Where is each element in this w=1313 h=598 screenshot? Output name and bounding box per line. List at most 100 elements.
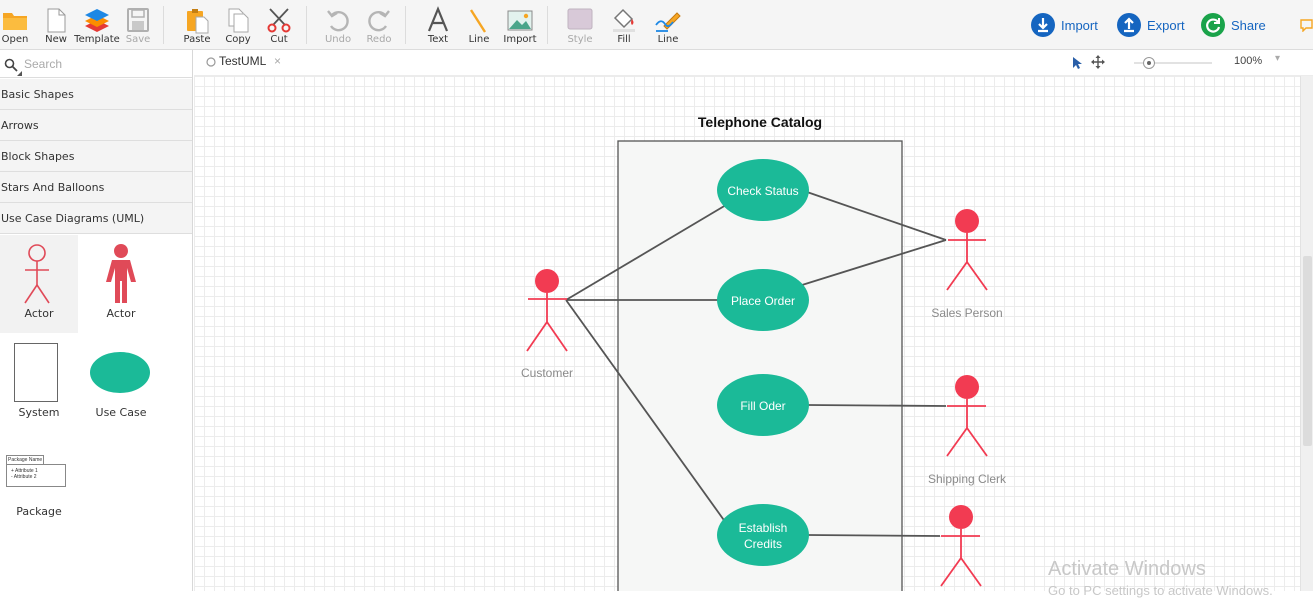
actor-shipping-clerk-label: Shipping Clerk bbox=[928, 472, 1007, 486]
shape-use-case[interactable]: Use Case bbox=[82, 335, 160, 433]
category-block-shapes[interactable]: Block Shapes bbox=[0, 141, 192, 172]
cut-button[interactable]: Cut bbox=[260, 4, 298, 46]
style-icon bbox=[567, 8, 593, 30]
zoom-slider-handle[interactable] bbox=[1143, 57, 1155, 69]
new-button[interactable]: New bbox=[37, 4, 75, 46]
text-icon bbox=[427, 6, 449, 32]
actor-customer-label: Customer bbox=[521, 366, 573, 380]
zoom-level[interactable]: 100% bbox=[1234, 55, 1263, 67]
save-icon bbox=[127, 8, 149, 32]
actor-customer[interactable] bbox=[526, 269, 568, 352]
svg-text:Establish: Establish bbox=[739, 521, 788, 535]
line-icon bbox=[469, 9, 487, 33]
document-tab-bar: TestUML × 100% ▾ bbox=[194, 50, 1313, 76]
package-icon: + Attribute 1 - Attribute 2 bbox=[6, 464, 66, 487]
actor-shipping-clerk[interactable] bbox=[946, 375, 988, 457]
template-button[interactable]: Template bbox=[74, 4, 120, 46]
shape-package[interactable]: Package Name + Attribute 1 - Attribute 2… bbox=[0, 445, 78, 543]
shape-actor-filled[interactable]: Actor bbox=[82, 235, 160, 333]
redo-button[interactable]: Redo bbox=[360, 4, 398, 46]
fill-button[interactable]: Fill bbox=[605, 4, 643, 46]
association-credit-establish-credits[interactable] bbox=[807, 534, 941, 537]
toolbar-divider bbox=[547, 6, 548, 44]
tab-close-icon[interactable]: × bbox=[274, 54, 282, 68]
shape-system[interactable]: System bbox=[0, 335, 78, 433]
refresh-icon bbox=[1201, 13, 1225, 37]
category-arrows[interactable]: Arrows bbox=[0, 110, 192, 141]
zoom-slider[interactable] bbox=[1134, 57, 1212, 69]
upload-icon bbox=[1117, 13, 1141, 37]
diagram-canvas[interactable]: Telephone Catalog Check Status Place Ord… bbox=[194, 76, 1300, 591]
svg-text:Check Status: Check Status bbox=[727, 184, 798, 198]
system-title: Telephone Catalog bbox=[698, 114, 822, 130]
use-case-place-order[interactable]: Place Order bbox=[717, 269, 809, 331]
toolbar-divider bbox=[405, 6, 406, 44]
image-icon bbox=[507, 10, 533, 31]
pointer-tool-icon[interactable] bbox=[1071, 56, 1083, 70]
actor-credit-officer[interactable] bbox=[940, 505, 982, 587]
download-icon bbox=[1031, 13, 1055, 37]
comment-icon[interactable] bbox=[1300, 18, 1313, 33]
association-sales-check-status[interactable] bbox=[806, 191, 947, 241]
use-case-check-status[interactable]: Check Status bbox=[717, 159, 809, 221]
shape-library-panel: Basic Shapes Arrows Block Shapes Stars A… bbox=[0, 50, 193, 591]
copy-icon bbox=[228, 8, 249, 33]
save-button[interactable]: Save bbox=[119, 4, 157, 46]
new-file-icon bbox=[47, 8, 66, 33]
search-input[interactable] bbox=[24, 54, 188, 74]
pencil-icon bbox=[655, 12, 681, 32]
actor-outline-icon bbox=[24, 244, 50, 304]
association-customer-check-status[interactable] bbox=[565, 204, 727, 301]
vertical-scrollbar-thumb[interactable] bbox=[1303, 256, 1312, 446]
association-sales-place-order[interactable] bbox=[801, 239, 947, 286]
open-button[interactable]: Open bbox=[0, 4, 34, 46]
actor-sales-person-label: Sales Person bbox=[931, 306, 1002, 320]
copy-button[interactable]: Copy bbox=[219, 4, 257, 46]
search-box bbox=[0, 50, 192, 78]
toolbar-divider bbox=[306, 6, 307, 44]
system-icon bbox=[14, 343, 58, 402]
redo-icon bbox=[368, 10, 390, 32]
folder-icon bbox=[3, 13, 27, 30]
export-action-button[interactable]: Export bbox=[1117, 13, 1187, 39]
paint-bucket-icon bbox=[613, 8, 635, 32]
import-action-button[interactable]: Import bbox=[1031, 13, 1101, 39]
use-case-establish-credits[interactable]: Establish Credits bbox=[717, 504, 809, 566]
scissors-icon bbox=[267, 8, 291, 33]
actor-sales-person[interactable] bbox=[946, 209, 988, 291]
clipboard-icon bbox=[187, 9, 209, 34]
toolbar: Open New Template Save Paste bbox=[0, 0, 1313, 50]
line-tool-button[interactable]: Line bbox=[460, 4, 498, 46]
import-image-button[interactable]: Import bbox=[501, 4, 539, 46]
svg-text:Credits: Credits bbox=[744, 537, 782, 551]
text-tool-button[interactable]: Text bbox=[419, 4, 457, 46]
use-case-fill-order[interactable]: Fill Oder bbox=[717, 374, 809, 436]
line-style-button[interactable]: Line bbox=[649, 4, 687, 46]
dropdown-corner-icon bbox=[17, 71, 22, 76]
search-icon bbox=[4, 58, 18, 72]
undo-icon bbox=[327, 10, 349, 32]
actor-filled-icon bbox=[106, 244, 136, 303]
shape-actor-outline[interactable]: Actor bbox=[0, 235, 78, 333]
zoom-dropdown-icon[interactable]: ▾ bbox=[1275, 53, 1281, 64]
activation-watermark-title: Activate Windows bbox=[1048, 558, 1206, 580]
style-button[interactable]: Style bbox=[561, 4, 599, 46]
svg-text:Place Order: Place Order bbox=[731, 294, 795, 308]
paste-button[interactable]: Paste bbox=[178, 4, 216, 46]
share-action-button[interactable]: Share bbox=[1201, 13, 1266, 39]
category-stars-and-balloons[interactable]: Stars And Balloons bbox=[0, 172, 192, 203]
category-basic-shapes[interactable]: Basic Shapes bbox=[0, 79, 192, 110]
uml-diagram: Telephone Catalog Check Status Place Ord… bbox=[521, 114, 1007, 591]
tab-status-icon bbox=[206, 57, 216, 67]
association-clerk-fill-order[interactable] bbox=[807, 404, 947, 407]
package-tab: Package Name bbox=[6, 455, 44, 464]
svg-text:Fill Oder: Fill Oder bbox=[740, 399, 785, 413]
pan-tool-icon[interactable] bbox=[1091, 55, 1105, 69]
toolbar-divider bbox=[163, 6, 164, 44]
undo-button[interactable]: Undo bbox=[319, 4, 357, 46]
use-case-icon bbox=[90, 352, 150, 393]
association-customer-establish-credits[interactable] bbox=[565, 299, 727, 524]
layers-icon bbox=[85, 9, 109, 32]
category-use-case-diagrams[interactable]: Use Case Diagrams (UML) bbox=[0, 203, 192, 234]
vertical-scrollbar[interactable] bbox=[1300, 76, 1313, 591]
